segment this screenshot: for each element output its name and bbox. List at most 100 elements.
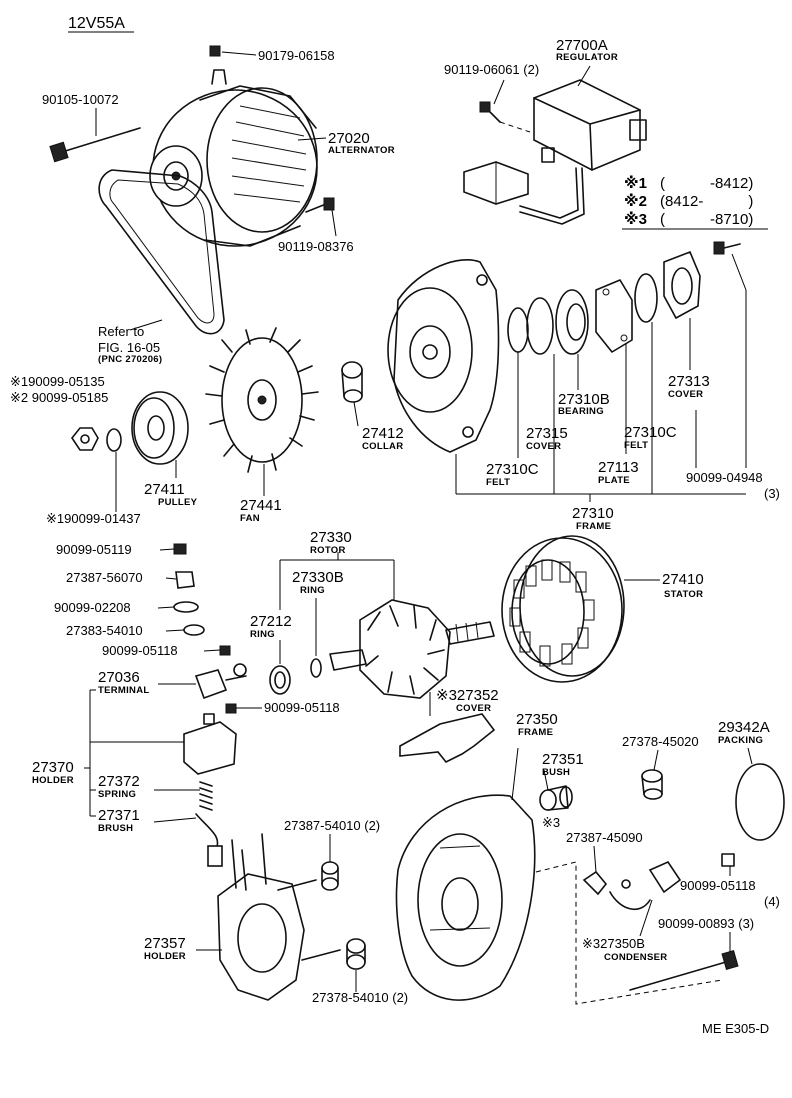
label-27412: 27412 [362, 425, 404, 442]
nut-05119-drawing [173, 543, 187, 555]
nut-05118-c-drawing [721, 853, 735, 867]
screw-04948-drawing [713, 241, 741, 255]
name-cover-27315: COVER [526, 441, 561, 452]
name-felt-a: FELT [486, 477, 510, 488]
fan-27441-drawing [205, 327, 319, 473]
label-27383-54010: 27383-54010 [66, 623, 143, 638]
nut-05118-b-drawing [225, 703, 237, 714]
label-27036: 27036 [98, 669, 140, 686]
washer-02208-drawing [173, 601, 199, 613]
alternator-drawing [149, 69, 318, 247]
felt-27310c-b-drawing [634, 273, 658, 323]
label-27315: 27315 [526, 425, 568, 442]
bearing-27310b-drawing [555, 289, 589, 355]
label-27378-45020: 27378-45020 [622, 734, 699, 749]
brush-27371-drawing [195, 813, 223, 867]
label-27310c-a: 27310C [486, 461, 539, 478]
regulator-screw-path [499, 121, 531, 133]
legend-range-3: ( -8710) [660, 211, 753, 228]
name-packing: PACKING [718, 735, 763, 746]
cover-27313-drawing [663, 250, 701, 320]
part-labels: 90179-06158 90105-10072 27020 ALTERNATOR… [10, 37, 780, 1036]
label-90119-06061: 90119-06061 (2) [444, 62, 539, 77]
refer-line-3: (PNC 270206) [98, 354, 162, 365]
felt-27310c-a-drawing [507, 307, 529, 353]
name-felt-b: FELT [624, 440, 648, 451]
name-ring-27212: RING [250, 629, 275, 640]
label-90099-04948: 90099-04948 [686, 470, 763, 485]
insulator-27378-54010-drawing [346, 938, 366, 970]
bolt-side [305, 197, 335, 213]
footer-code: MΕ E305-D [702, 1021, 769, 1036]
name-pulley: PULLEY [158, 497, 198, 508]
name-terminal: TERMINAL [98, 685, 149, 696]
label-90099-05135: ※190099-05135 [10, 374, 105, 389]
legend-mark-2: ※2 [624, 192, 647, 210]
collar-27412-drawing [341, 361, 363, 403]
label-90099-00893: 90099-00893 (3) [658, 916, 754, 931]
label-27371: 27371 [98, 807, 140, 824]
spring-27372-drawing [199, 781, 213, 811]
label-27020: 27020 [328, 130, 370, 147]
name-cover-27352: COVER [456, 703, 491, 714]
regulator-screw [479, 101, 501, 123]
name-stator: STATOR [664, 589, 703, 600]
label-27357: 27357 [144, 935, 186, 952]
label-90099-05118-a: 90099-05118 [102, 643, 178, 658]
label-90099-05119: 90099-05119 [56, 542, 132, 557]
qty-90099-04948: (3) [764, 486, 780, 501]
name-cover-27313: COVER [668, 389, 703, 400]
label-29342a: 29342A [718, 719, 770, 736]
label-27411: 27411 [144, 481, 185, 498]
name-plate: PLATE [598, 475, 630, 486]
name-frame-27310: FRAME [576, 521, 611, 532]
label-90105-10072: 90105-10072 [42, 92, 119, 107]
refer-line-1: Refer to [98, 324, 144, 339]
pulley-27411-drawing [131, 391, 189, 465]
legend-range-1: ( -8412) [660, 175, 753, 192]
label-27330b: 27330B [292, 569, 344, 586]
label-27387-45090: 27387-45090 [566, 830, 643, 845]
condenser-27350b-drawing [609, 860, 682, 911]
ring-27330b-drawing [310, 658, 322, 678]
label-27378-54010: 27378-54010 (2) [312, 990, 408, 1005]
label-90099-05185: ※2 90099-05185 [10, 390, 108, 405]
name-fan: FAN [240, 513, 260, 524]
holder-27357-drawing [217, 833, 341, 1001]
label-27387-56070: 27387-56070 [66, 570, 143, 585]
name-holder-27357: HOLDER [144, 951, 186, 962]
label-27352: ※327352 [436, 687, 499, 704]
name-frame-27350: FRAME [518, 727, 553, 738]
mark-27387-45090: ※3 [542, 815, 560, 830]
leader-lines [84, 51, 753, 992]
regulator-drawing [463, 79, 647, 225]
name-regulator: REGULATOR [556, 52, 618, 63]
label-90099-05118-c: 90099-05118 [680, 878, 756, 893]
label-90099-05118-b: 90099-05118 [264, 700, 340, 715]
label-27700a: 27700A [556, 37, 608, 54]
label-27350b: ※327350B [582, 936, 645, 951]
cover-27352-drawing [399, 713, 496, 764]
nut-washer-drawing [71, 427, 122, 452]
label-90119-08376: 90119-08376 [278, 239, 354, 254]
name-collar: COLLAR [362, 441, 403, 452]
label-27313: 27313 [668, 373, 710, 390]
name-condenser: CONDENSER [604, 952, 667, 963]
rotor-27330-drawing [329, 599, 495, 699]
plate-27113-drawing [595, 279, 633, 353]
name-ring-27330b: RING [300, 585, 325, 596]
assembly-dash-line [535, 861, 723, 1005]
cover-27315-drawing [526, 297, 554, 355]
label-27370: 27370 [32, 759, 74, 776]
drive-end-frame-drawing [387, 258, 500, 453]
label-27351: 27351 [542, 751, 584, 768]
label-27310: 27310 [572, 505, 614, 522]
legend-mark-1: ※1 [624, 174, 647, 192]
stator-27410-drawing [501, 535, 625, 683]
label-27372: 27372 [98, 773, 140, 790]
bush-27351-drawing [539, 785, 573, 811]
label-27387-54010: 27387-54010 (2) [284, 818, 380, 833]
label-27310b: 27310B [558, 391, 610, 408]
refer-line-2: FIG. 16-05 [98, 340, 160, 355]
